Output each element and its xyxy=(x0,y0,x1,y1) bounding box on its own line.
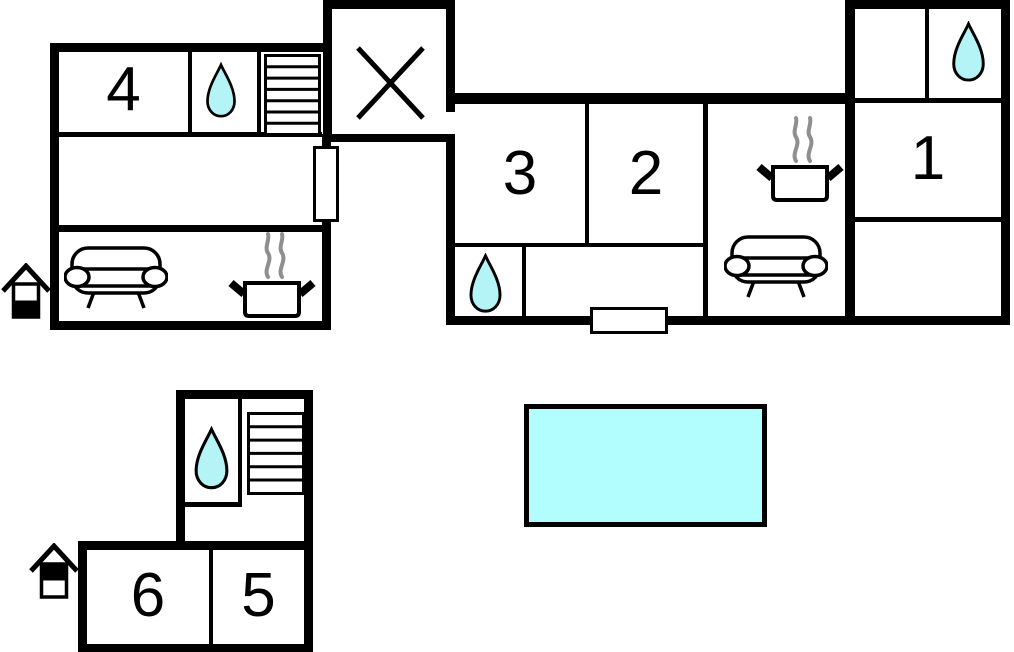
sofa-icon xyxy=(724,235,828,299)
room-5-label: 5 xyxy=(241,561,276,630)
sofa-icon xyxy=(64,246,168,310)
wall xyxy=(176,390,185,550)
staircase-icon xyxy=(264,54,321,136)
wall xyxy=(323,0,455,9)
wall xyxy=(446,316,1010,325)
wall xyxy=(59,132,322,137)
wall xyxy=(323,0,332,142)
door-opening xyxy=(313,146,339,222)
room-1-label: 1 xyxy=(910,124,946,193)
wall xyxy=(1001,0,1010,325)
door-opening xyxy=(590,307,668,334)
wall xyxy=(322,134,331,330)
stove-icon xyxy=(228,231,316,319)
wall xyxy=(78,541,313,550)
room-4-label: 4 xyxy=(106,55,141,124)
wall xyxy=(50,43,331,52)
wall xyxy=(703,104,708,316)
wall xyxy=(78,541,87,652)
wall xyxy=(585,104,589,247)
floor-indicator-lower-icon xyxy=(1,263,51,320)
wall xyxy=(304,390,313,652)
wall xyxy=(446,93,855,104)
wall xyxy=(845,0,855,325)
water-drop-icon xyxy=(191,426,232,492)
wall xyxy=(446,104,455,112)
wall xyxy=(855,98,1001,103)
room-3-label: 3 xyxy=(502,139,538,208)
water-drop-icon xyxy=(947,21,990,84)
wall xyxy=(522,247,526,316)
wall xyxy=(455,243,707,247)
wall xyxy=(257,52,261,132)
wall xyxy=(185,502,242,507)
pool xyxy=(524,404,767,527)
wall xyxy=(50,321,331,330)
wall xyxy=(845,0,1010,9)
staircase-icon xyxy=(247,412,305,495)
wall xyxy=(238,399,242,507)
wall xyxy=(176,390,313,399)
wall xyxy=(446,0,455,110)
wall xyxy=(188,52,192,132)
wall xyxy=(855,217,1001,222)
wall xyxy=(209,550,213,644)
water-drop-icon xyxy=(466,253,505,315)
room-6-label: 6 xyxy=(130,561,166,630)
wall xyxy=(50,43,59,330)
room-2-label: 2 xyxy=(628,139,664,208)
wall xyxy=(925,9,929,98)
wall xyxy=(78,644,313,652)
wall xyxy=(446,138,455,325)
wall xyxy=(323,134,455,142)
wall xyxy=(59,225,322,232)
floor-indicator-upper-icon xyxy=(29,543,79,600)
cross-icon xyxy=(350,42,431,124)
stove-icon xyxy=(756,115,844,203)
water-drop-icon xyxy=(203,58,239,124)
